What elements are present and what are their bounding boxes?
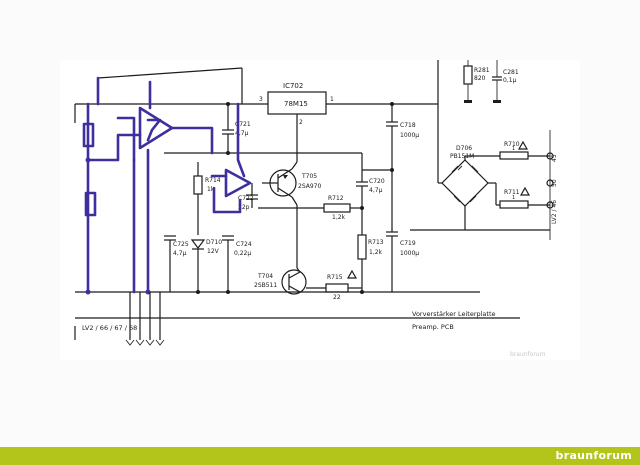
r713-val: 1,2k xyxy=(369,249,383,256)
c719-ref: C719 xyxy=(400,240,416,247)
t704-r715: T704 2SB511 R715 22 xyxy=(254,267,362,301)
ic702-pin-2: 2 xyxy=(299,119,303,126)
c725-val: 4,7µ xyxy=(173,250,187,257)
c281-val: 0,1µ xyxy=(503,77,517,84)
c281-ref: C281 xyxy=(503,69,519,76)
r711-ref: R711 xyxy=(504,189,520,196)
paper-sheet xyxy=(60,60,580,360)
r712-ref: R712 xyxy=(328,195,344,202)
pcb-label-en: Preamp. PCB xyxy=(412,323,454,331)
footer-brand[interactable]: braunforum xyxy=(555,449,632,462)
r281-c281: R281 820 C281 0,1µ xyxy=(463,60,519,103)
r712-val: 1,2k xyxy=(332,214,346,221)
r714-val: 1k xyxy=(207,186,215,193)
r710-ref: R710 xyxy=(504,141,520,148)
pcb-label-de: Vorverstärker Leiterplatte xyxy=(412,310,496,318)
connector-45: 45 xyxy=(551,154,558,162)
r710-r711: R710 1 R711 1 xyxy=(410,140,550,231)
pen-annotations xyxy=(82,76,252,295)
t704-val: 2SB511 xyxy=(254,282,277,289)
r715-val: 22 xyxy=(333,294,341,301)
r714-ref: R714 xyxy=(205,177,221,184)
pcb-caption: Vorverstärker Leiterplatte Preamp. PCB xyxy=(412,310,496,331)
d710-ref: D710 xyxy=(206,239,222,246)
r281-ref: R281 xyxy=(474,67,490,74)
ic702-pin-3: 3 xyxy=(259,96,263,103)
c718-c719: C718 1000µ C719 1000µ xyxy=(362,102,419,292)
c720-ref: C720 xyxy=(369,178,385,185)
t705-transistor: T705 2SA970 xyxy=(262,161,321,268)
ic702-regulator: IC702 78M15 3 1 2 xyxy=(259,82,334,162)
right-connectors: 45 50 LV2 / 46 xyxy=(546,130,558,240)
c722: C722 22p xyxy=(238,183,258,211)
c720-val: 4,7µ xyxy=(369,187,383,194)
schematic-drawing: IC702 78M15 3 1 2 R281 820 C281 0,1µ xyxy=(60,60,580,360)
d710-val: 12V xyxy=(207,248,220,255)
c722-ref: C722 xyxy=(238,195,254,202)
t704-ref: T704 xyxy=(257,273,273,280)
t705-val: 2SA970 xyxy=(298,183,321,190)
r710-val: 1 xyxy=(512,146,515,152)
footer-bar: braunforum xyxy=(0,447,640,465)
d706-val: PB151M xyxy=(450,153,474,160)
c718-val: 1000µ xyxy=(400,132,419,139)
ic702-ref: IC702 xyxy=(283,82,303,90)
connector-50: 50 xyxy=(551,179,558,187)
c724-val: 0,22µ xyxy=(234,250,251,257)
c721-ref: C721 xyxy=(235,121,251,128)
r713-ref: R713 xyxy=(368,239,384,246)
watermark: braunforum xyxy=(510,351,546,358)
ic702-pin-1: 1 xyxy=(330,96,334,103)
ic702-part: 78M15 xyxy=(284,100,308,108)
c721: C721 4,7µ xyxy=(164,102,362,155)
r281-val: 820 xyxy=(474,75,486,82)
d706-ref: D706 xyxy=(456,145,472,152)
d706-bridge: D706 PB151M xyxy=(438,145,500,210)
c718-ref: C718 xyxy=(400,122,416,129)
r711-val: 1 xyxy=(512,195,515,201)
c725-ref: C725 xyxy=(173,241,189,248)
c719-val: 1000µ xyxy=(400,250,419,257)
r714-d710-c725-c724: R714 1k D710 12V C725 4,7µ C724 0,22µ xyxy=(164,162,252,294)
c721-val: 4,7µ xyxy=(235,130,249,137)
connector-bottom-label: LV2 / 66 / 67 / 68 xyxy=(82,324,137,332)
c722-val: 22p xyxy=(238,204,250,211)
bottom-connector: LV2 / 66 / 67 / 68 xyxy=(82,292,165,346)
r715-ref: R715 xyxy=(327,274,343,281)
c724-ref: C724 xyxy=(236,241,252,248)
c720-r712-r713: C720 4,7µ R712 1,2k R713 1,2k xyxy=(258,153,385,294)
power-rails xyxy=(74,60,520,340)
schematic-scan: IC702 78M15 3 1 2 R281 820 C281 0,1µ xyxy=(60,60,580,360)
connector-lv2-46: LV2 / 46 xyxy=(551,200,558,224)
t705-ref: T705 xyxy=(301,173,317,180)
